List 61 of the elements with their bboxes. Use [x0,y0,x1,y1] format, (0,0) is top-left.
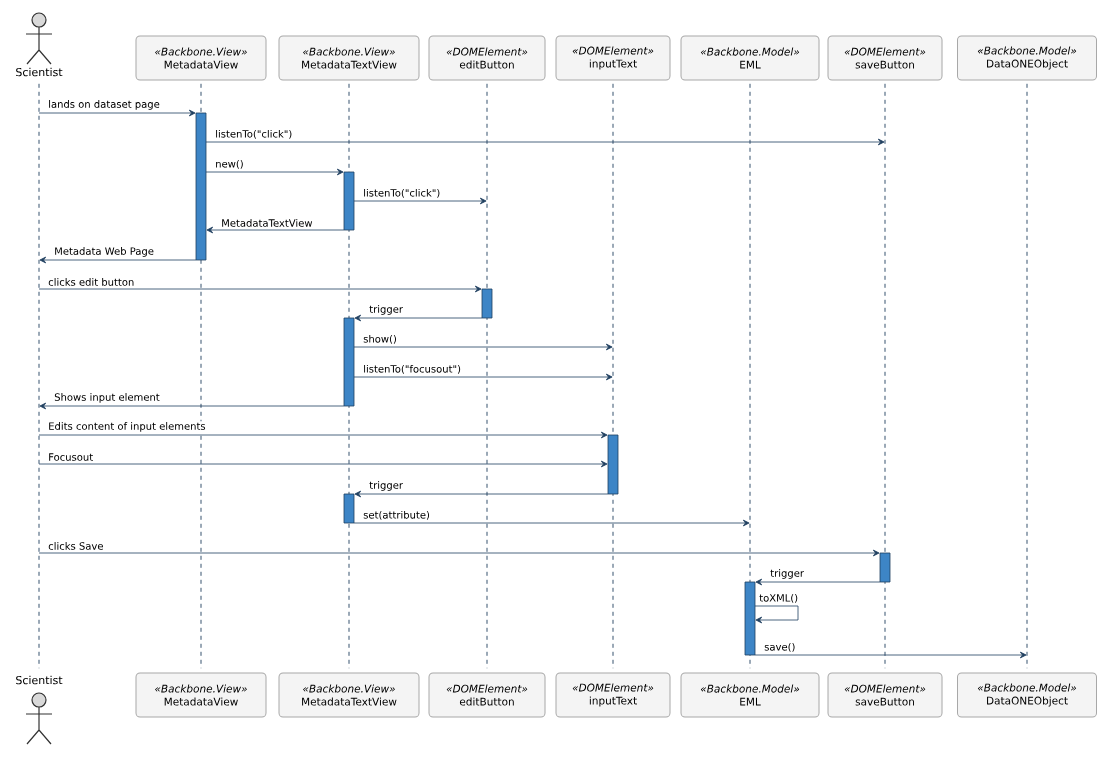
message-arrow [754,651,1027,659]
message-arrow [38,109,196,117]
message-arrow [38,549,880,557]
message-arrow [353,373,613,381]
lifeline [38,83,40,669]
participant-box: «DOMElement» inputText [555,35,671,81]
actor-label: Scientist [16,675,63,685]
message-label: Shows input element [53,392,161,404]
message-arrow [354,314,483,322]
participant-box: «Backbone.Model» EML [680,672,820,718]
message-arrow [38,285,482,293]
participant-box: «Backbone.View» MetadataTextView [278,35,420,81]
message-label: show() [362,333,398,345]
message-label: trigger [368,480,404,492]
message-arrow [353,343,613,351]
message-label: Edits content of input elements [47,421,207,433]
lifeline [607,83,619,669]
message-arrow [205,138,885,146]
message-label: MetadataTextView [220,218,314,228]
message-arrow [39,256,197,264]
message-label: save() [763,641,797,653]
message-arrow [755,578,881,586]
message-arrow [353,197,487,205]
message-arrow [206,226,345,234]
message-label: clicks Save [47,541,105,551]
participant-box: «DOMElement» editButton [428,35,546,81]
lifeline [1026,83,1028,669]
message-arrow [38,460,608,468]
message-arrow [205,168,344,176]
participant-box: «DOMElement» editButton [428,672,546,718]
lifeline [343,83,355,669]
message-label: trigger [769,568,805,580]
lifeline [744,83,756,669]
message-label: toXML() [758,592,800,604]
message-label: lands on dataset page [47,99,161,111]
participant-box: «Backbone.Model» EML [680,35,820,81]
message-arrow [754,605,799,624]
message-arrow [353,519,750,527]
participant-box: «Backbone.View» MetadataView [135,35,267,81]
message-label: listenTo("focusout") [362,363,462,375]
participant-box: «Backbone.Model» DataONEObject [957,672,1097,718]
message-label: listenTo("click") [362,187,442,199]
message-label: listenTo("click") [214,128,294,140]
participant-box: «DOMElement» saveButton [827,35,943,81]
message-label: trigger [368,304,404,316]
message-arrow [38,431,608,439]
participant-box: «DOMElement» inputText [555,672,671,718]
lifeline [879,83,891,669]
participant-box: «Backbone.Model» DataONEObject [957,35,1097,81]
lifeline [481,83,493,669]
message-arrow [354,490,609,498]
message-arrow [39,402,345,410]
message-label: new() [214,158,245,170]
participant-box: «DOMElement» saveButton [827,672,943,718]
participant-box: «Backbone.View» MetadataTextView [278,672,420,718]
message-label: Metadata Web Page [53,246,155,258]
message-label: Focusout [47,452,95,462]
participant-box: «Backbone.View» MetadataView [135,672,267,718]
message-label: set(attribute) [362,509,431,521]
actor-label: Scientist [16,67,63,77]
message-label: clicks edit button [47,277,136,287]
